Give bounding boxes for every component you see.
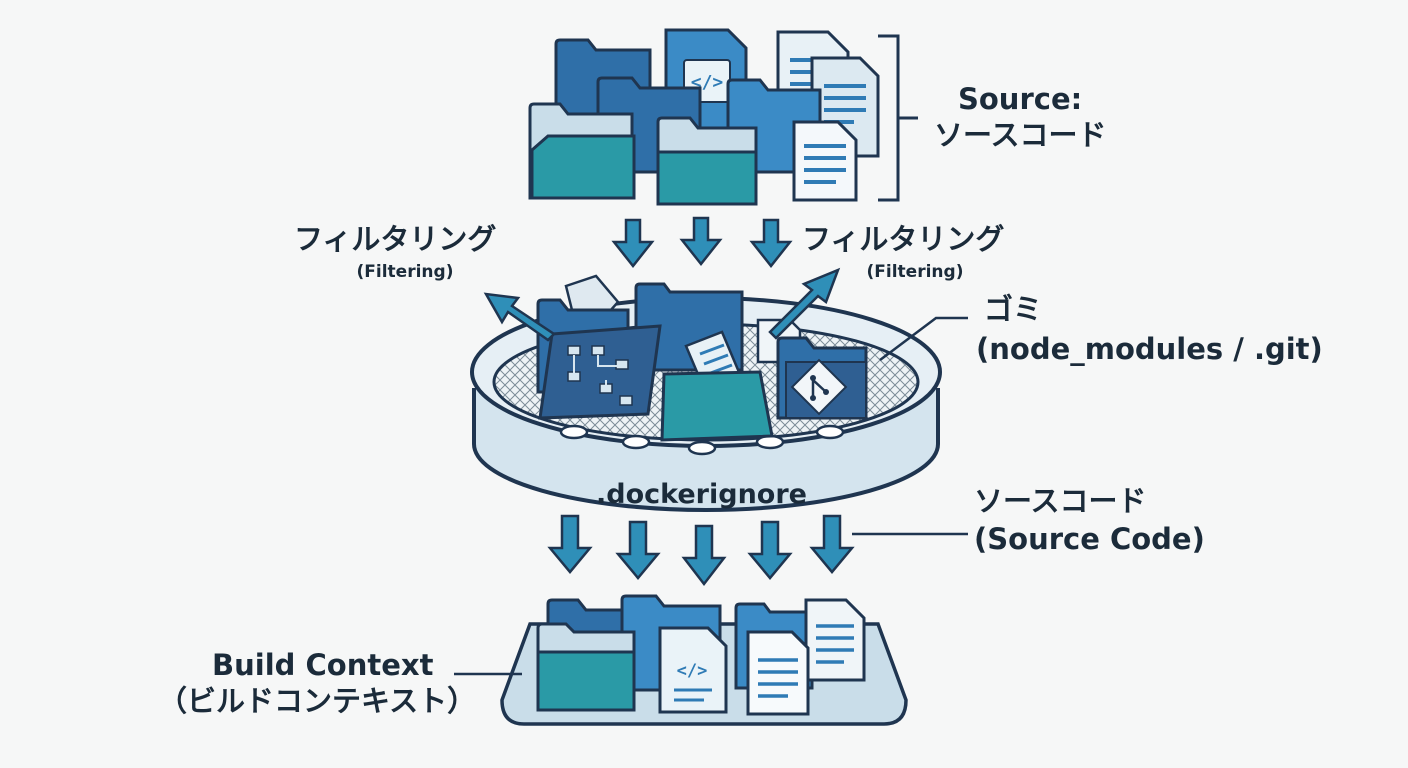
- trash-items: [536, 274, 868, 442]
- folder-icon: [660, 370, 774, 442]
- source-bracket: [878, 34, 918, 202]
- sieve-label: .dockerignore: [596, 479, 807, 510]
- git-folder: [776, 336, 868, 420]
- arrow-down-icon: [547, 514, 855, 587]
- source-code-label-ja: ソースコード: [974, 484, 1147, 518]
- folder-icon: [536, 622, 636, 712]
- node-modules-folder: [538, 324, 662, 420]
- filter-right-label-ja: フィルタリング: [802, 222, 1005, 256]
- source-code-label-en: (Source Code): [974, 522, 1205, 556]
- document-icon: [746, 630, 810, 716]
- folder-icon: [528, 102, 636, 200]
- source-label-en: Source:: [958, 82, 1083, 116]
- build-context-label-ja: （ビルドコンテキスト）: [158, 684, 477, 718]
- arrow-out-icon: [483, 267, 841, 342]
- folder-icon: [656, 116, 758, 206]
- build-context-tray: </>: [500, 594, 908, 726]
- svg-text:</>: </>: [677, 661, 708, 681]
- arrow-down-icon: [611, 216, 793, 269]
- filter-left-label-ja: フィルタリング: [294, 222, 497, 256]
- trash-label-en: (node_modules / .git): [976, 332, 1323, 366]
- document-icon: [804, 598, 866, 682]
- trash-label-ja: ゴミ: [984, 292, 1043, 326]
- connector-lines: [454, 316, 968, 676]
- code-file-icon: </>: [658, 626, 728, 714]
- source-label-ja: ソースコード: [934, 118, 1107, 152]
- filter-left-label-en: (Filtering): [356, 262, 454, 282]
- filter-right-label-en: (Filtering): [866, 262, 964, 282]
- build-context-label-en: Build Context: [212, 648, 434, 682]
- source-files-stack: </>: [528, 28, 880, 206]
- document-icon: [792, 120, 858, 202]
- git-icon: [790, 358, 848, 416]
